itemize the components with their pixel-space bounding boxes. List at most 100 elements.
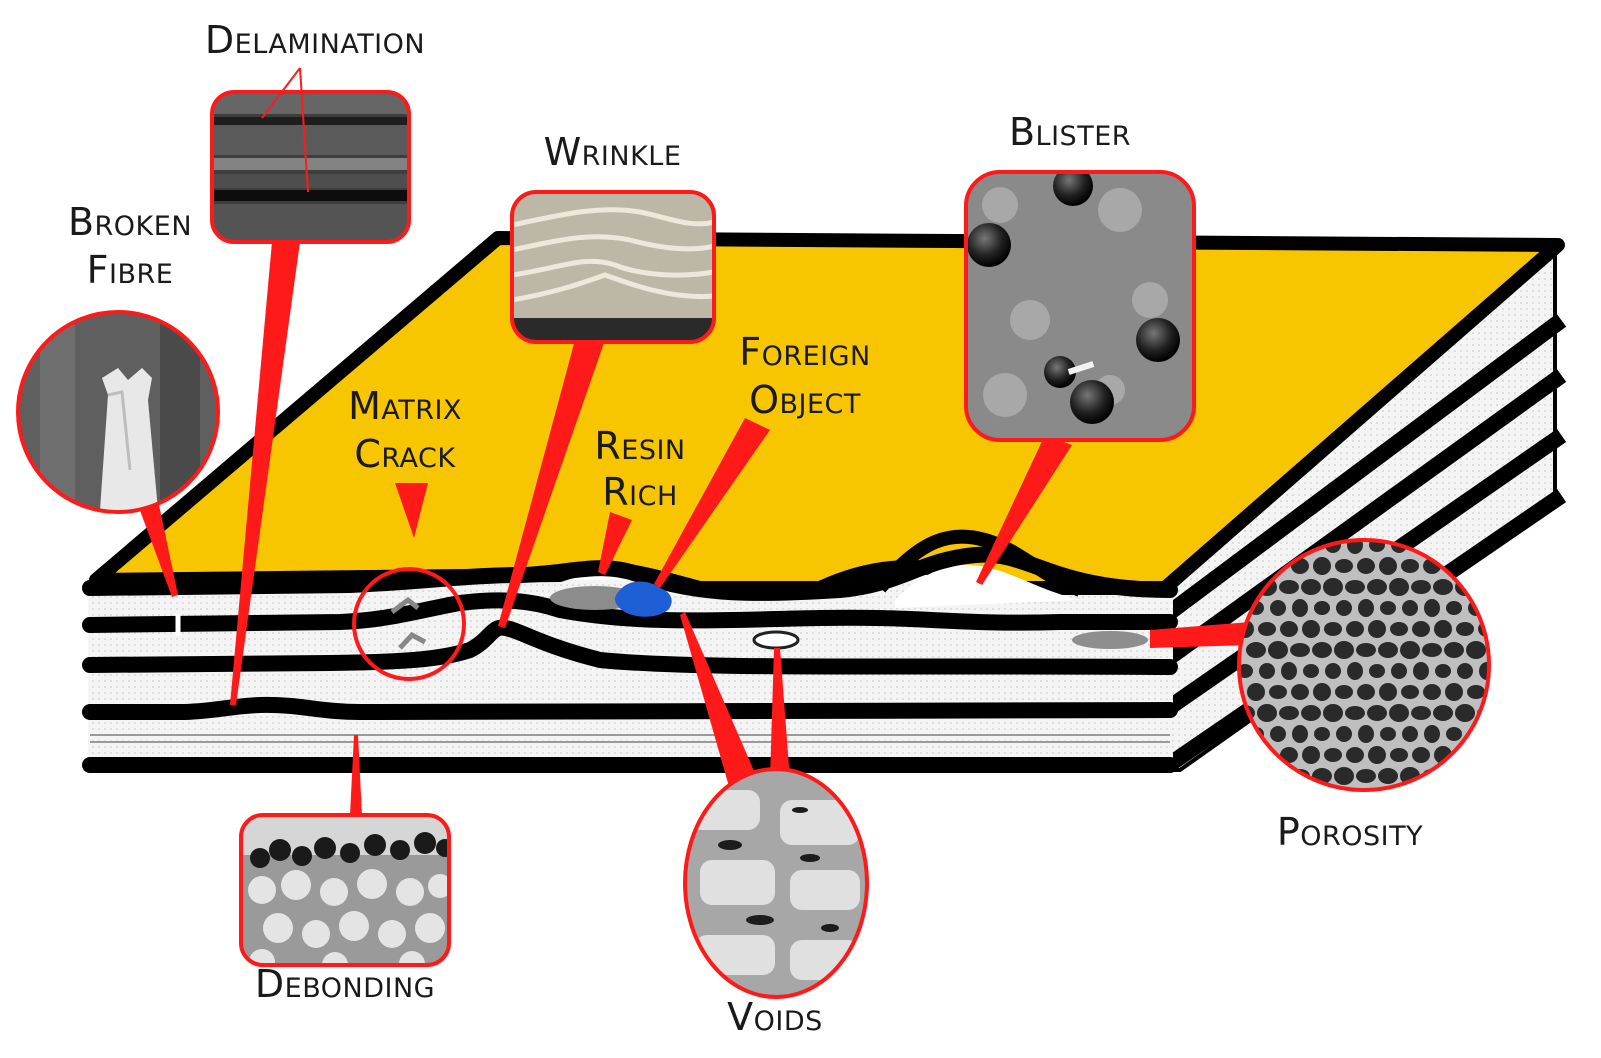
pore <box>1324 622 1342 636</box>
label-matrix-crack-line2: Crack <box>354 432 456 476</box>
pore <box>1281 662 1297 680</box>
pore <box>1324 748 1342 762</box>
pore <box>1390 748 1408 762</box>
pore <box>1334 641 1354 659</box>
pore <box>1457 663 1473 679</box>
pore <box>1313 683 1331 701</box>
pointer-porosity <box>1150 622 1250 648</box>
pore <box>1477 580 1489 594</box>
pore <box>1258 622 1276 636</box>
label-blister: Blister <box>1008 110 1132 154</box>
pore <box>1466 767 1486 785</box>
pore <box>1268 767 1288 785</box>
pore <box>1346 621 1364 637</box>
pointer-blister <box>976 435 1072 585</box>
pore <box>1367 579 1387 595</box>
pore <box>1466 641 1486 659</box>
pore <box>1301 579 1321 595</box>
void-inclusion <box>752 630 800 650</box>
pore <box>1467 685 1485 699</box>
pointer-wrinkle <box>498 340 605 628</box>
pore <box>1369 664 1385 678</box>
micrograph-broken-fibre-icon <box>16 310 220 514</box>
pore <box>1379 683 1397 701</box>
pore <box>1246 642 1266 658</box>
pore <box>1478 747 1489 763</box>
pore <box>1270 726 1286 742</box>
pore <box>1323 578 1343 596</box>
pore <box>1291 684 1309 700</box>
pore <box>1279 706 1299 720</box>
pore <box>1402 726 1418 742</box>
pore <box>1259 663 1275 679</box>
pore <box>1247 683 1265 701</box>
pore <box>1380 601 1396 615</box>
pore <box>1433 579 1453 595</box>
pore <box>1455 704 1475 722</box>
pore <box>1412 747 1430 763</box>
pore <box>1390 622 1408 636</box>
pore <box>1380 727 1396 741</box>
porosity-region <box>1072 631 1148 649</box>
pore <box>1368 620 1386 638</box>
pore <box>1290 643 1310 657</box>
label-broken-fibre-line1: Broken <box>67 200 193 244</box>
micrograph-blister-icon <box>964 170 1196 442</box>
pore <box>1411 706 1431 720</box>
label-resin-rich-line1: Resin <box>594 424 686 468</box>
pore <box>1302 746 1320 764</box>
pore <box>1446 727 1462 741</box>
pore <box>1257 704 1277 722</box>
callout-pointers <box>138 242 1250 815</box>
pore <box>1358 599 1374 617</box>
pore <box>1488 643 1489 657</box>
pore <box>1292 599 1308 617</box>
pore <box>1456 748 1474 762</box>
pore <box>1336 600 1352 616</box>
pore <box>1336 726 1352 742</box>
pore <box>1270 600 1286 616</box>
pore <box>1314 727 1330 741</box>
pointer-voids-b <box>770 648 790 780</box>
micrograph-porosity-icon <box>1237 538 1507 792</box>
label-foreign-object-line1: Foreign <box>739 330 871 374</box>
micrograph-debonding-icon <box>239 813 451 967</box>
pore <box>1357 684 1375 700</box>
pore <box>1358 725 1374 743</box>
pore <box>1368 746 1386 764</box>
pore <box>1400 641 1420 659</box>
pore <box>1268 641 1288 659</box>
pore <box>1446 601 1462 615</box>
pore <box>1378 642 1398 658</box>
pore <box>1302 620 1320 638</box>
pore <box>1334 767 1354 785</box>
pore <box>1279 580 1299 594</box>
pore <box>1401 685 1419 699</box>
pore <box>1378 768 1398 784</box>
pointer-delamination <box>230 242 300 705</box>
pore <box>1303 664 1319 678</box>
foreign-object-inclusion <box>615 581 672 617</box>
label-voids: Voids <box>727 995 823 1039</box>
pore <box>1356 769 1376 783</box>
pore <box>1489 558 1507 574</box>
pore <box>1389 578 1409 596</box>
pore <box>1444 642 1464 658</box>
pore <box>1335 685 1353 699</box>
micrograph-wrinkle-icon <box>510 190 716 344</box>
pore <box>1489 684 1507 700</box>
pore <box>1292 725 1308 743</box>
pore <box>1444 768 1464 784</box>
pore <box>1434 620 1452 638</box>
label-broken-fibre-line2: Fibre <box>86 248 174 292</box>
pore <box>1490 599 1506 617</box>
pore <box>1301 705 1321 721</box>
pore <box>1313 557 1331 575</box>
pore <box>1347 662 1363 680</box>
pore <box>1424 725 1440 743</box>
pore <box>1367 705 1387 721</box>
pore <box>1345 706 1365 720</box>
pore <box>1433 705 1453 721</box>
pore <box>1435 664 1451 678</box>
